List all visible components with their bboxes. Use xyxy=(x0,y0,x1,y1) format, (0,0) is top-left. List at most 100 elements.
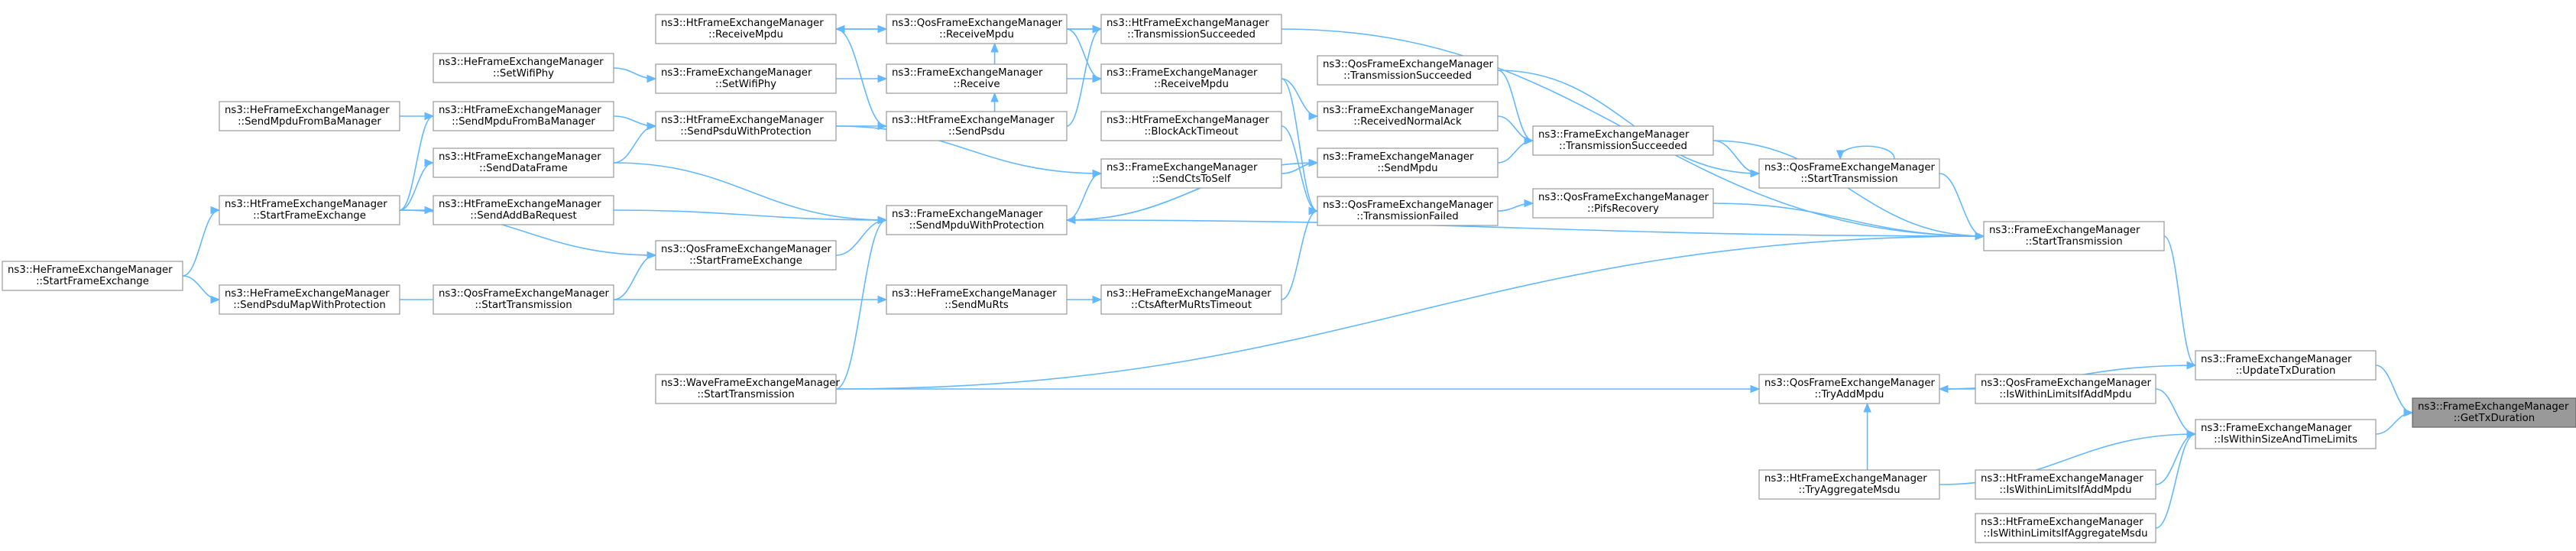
node-method-label: ::StartFrameExchange xyxy=(36,276,149,287)
edge-arrowhead xyxy=(990,42,999,53)
node-wave-starttx[interactable]: ns3::WaveFrameExchangeManager::StartTran… xyxy=(655,374,840,404)
edge-arrowhead xyxy=(646,251,657,260)
node-class-label: ns3::FrameExchangeManager xyxy=(1323,105,1474,116)
node-ht-tryaggmsdu[interactable]: ns3::HtFrameExchangeManager::TryAggregat… xyxy=(1758,469,1940,500)
node-he-sendpsdumapwp[interactable]: ns3::HeFrameExchangeManager::SendPsduMap… xyxy=(219,284,400,315)
node-ht-txsucc[interactable]: ns3::HtFrameExchangeManager::Transmissio… xyxy=(1100,14,1282,44)
node-qos-recvmpdu[interactable]: ns3::QosFrameExchangeManager::ReceiveMpd… xyxy=(886,14,1068,44)
node-fem-starttx[interactable]: ns3::FrameExchangeManager::StartTransmis… xyxy=(1983,221,2165,251)
edge-line xyxy=(182,275,220,300)
node-ht-sendmpdufromba[interactable]: ns3::HtFrameExchangeManager::SendMpduFro… xyxy=(433,101,614,131)
node-he-ctsaftermurtstimeout[interactable]: ns3::HeFrameExchangeManager::CtsAfterMuR… xyxy=(1100,284,1282,315)
node-fem-sendmpdu[interactable]: ns3::FrameExchangeManager::SendMpdu xyxy=(1317,147,1499,178)
node-box xyxy=(1100,284,1282,315)
node-fem-sendctstoself[interactable]: ns3::FrameExchangeManager::SendCtsToSelf xyxy=(1100,158,1282,189)
edge-ht_sendaddbareq-to-fem_sendmpduwp xyxy=(613,209,888,225)
edge-fem_recvmpdu-to-qos_txfailed xyxy=(1281,78,1319,216)
node-ht-blockacktimeout[interactable]: ns3::HtFrameExchangeManager::BlockAckTim… xyxy=(1100,111,1282,141)
node-qos-starttx-c2[interactable]: ns3::QosFrameExchangeManager::StartTrans… xyxy=(433,284,614,315)
node-method-label: ::UpdateTxDuration xyxy=(2236,365,2336,377)
node-class-label: ns3::HeFrameExchangeManager xyxy=(225,105,390,116)
node-box xyxy=(886,205,1068,235)
node-box xyxy=(1975,374,2156,404)
node-ht-senddataframe[interactable]: ns3::HtFrameExchangeManager::SendDataFra… xyxy=(433,147,614,178)
node-qos-txsucc[interactable]: ns3::QosFrameExchangeManager::Transmissi… xyxy=(1317,55,1499,86)
node-class-label: ns3::QosFrameExchangeManager xyxy=(661,244,832,255)
node-qos-starttx[interactable]: ns3::QosFrameExchangeManager::StartTrans… xyxy=(1758,158,1940,189)
edge-line xyxy=(1281,210,1318,300)
node-box xyxy=(1100,14,1282,44)
edge-line xyxy=(2163,235,2196,366)
node-ht-sendpsduwp[interactable]: ns3::HtFrameExchangeManager::SendPsduWit… xyxy=(655,111,837,141)
node-fem-recvmpdu[interactable]: ns3::FrameExchangeManager::ReceiveMpdu xyxy=(1100,63,1282,94)
edge-arrowhead xyxy=(1092,295,1103,304)
edge-arrowhead xyxy=(877,295,888,304)
node-class-label: ns3::HeFrameExchangeManager xyxy=(439,57,604,68)
node-ht-iswithinmpdu[interactable]: ns3::HtFrameExchangeManager::IsWithinLim… xyxy=(1975,469,2156,500)
node-ht-startfe[interactable]: ns3::HtFrameExchangeManager::StartFrameE… xyxy=(219,195,400,225)
node-box xyxy=(655,14,837,44)
node-he-sendmurts[interactable]: ns3::HeFrameExchangeManager::SendMuRts xyxy=(886,284,1068,315)
edge-arrowhead xyxy=(990,92,999,102)
node-fem-sendmpduwp[interactable]: ns3::FrameExchangeManager::SendMpduWithP… xyxy=(886,205,1068,235)
node-box xyxy=(433,101,614,131)
node-qos-trytaddmpdu[interactable]: ns3::QosFrameExchangeManager::TryAddMpdu xyxy=(1758,374,1940,404)
edge-qos_starttx-to-fem_starttx xyxy=(1939,173,1985,241)
edge-arrowhead xyxy=(646,122,657,131)
node-class-label: ns3::HtFrameExchangeManager xyxy=(1107,18,1269,29)
node-box xyxy=(886,284,1068,315)
node-box xyxy=(1758,374,1940,404)
node-method-label: ::StartTransmission xyxy=(1800,173,1897,185)
node-box xyxy=(655,374,837,404)
node-fem-recvnormalack[interactable]: ns3::FrameExchangeManager::ReceivedNorma… xyxy=(1317,101,1499,131)
edge-arrowhead xyxy=(1092,74,1103,83)
edge-line xyxy=(399,162,434,211)
node-fem-txsucc[interactable]: ns3::FrameExchangeManager::TransmissionS… xyxy=(1532,125,1714,156)
edge-qos_recvmpdu-to-fem_recvmpdu xyxy=(1066,28,1103,83)
node-fem-setwifiphy[interactable]: ns3::FrameExchangeManager::SetWifiPhy xyxy=(655,63,837,94)
node-box xyxy=(2195,350,2377,381)
node-box xyxy=(886,63,1068,94)
node-class-label: ns3::WaveFrameExchangeManager xyxy=(661,378,840,389)
edge-line xyxy=(1066,219,1985,237)
node-class-label: ns3::HeFrameExchangeManager xyxy=(225,288,390,300)
node-ht-sendpsdu[interactable]: ns3::HtFrameExchangeManager::SendPsdu xyxy=(886,111,1068,141)
edge-line xyxy=(1281,78,1318,212)
node-he-sendmpdufromba[interactable]: ns3::HeFrameExchangeManager::SendMpduFro… xyxy=(219,101,400,131)
node-box xyxy=(1975,469,2156,500)
node-method-label: ::IsWithinLimitsIfAddMpdu xyxy=(1999,389,2131,400)
node-method-label: ::BlockAckTimeout xyxy=(1144,126,1238,138)
edge-arrowhead xyxy=(1938,384,1949,394)
node-box xyxy=(433,195,614,225)
node-fem-receive[interactable]: ns3::FrameExchangeManager::Receive xyxy=(886,63,1068,94)
node-method-label: ::SendAddBaRequest xyxy=(470,210,576,222)
edge-wave_starttx-to-qos_trytaddmpdu xyxy=(836,384,1761,394)
node-ht-sendaddbareq[interactable]: ns3::HtFrameExchangeManager::SendAddBaRe… xyxy=(433,195,614,225)
edge-line xyxy=(2375,365,2413,413)
edge-fem_iswithin-to-target xyxy=(2375,408,2414,435)
node-class-label: ns3::HtFrameExchangeManager xyxy=(1981,473,2143,485)
node-qos-startfe[interactable]: ns3::QosFrameExchangeManager::StartFrame… xyxy=(655,240,837,271)
node-class-label: ns3::HtFrameExchangeManager xyxy=(439,151,601,163)
node-method-label: ::StartTransmission xyxy=(697,389,794,400)
node-he-setwifiphy[interactable]: ns3::HeFrameExchangeManager::SetWifiPhy xyxy=(433,53,614,83)
node-he-startfe[interactable]: ns3::HeFrameExchangeManager::StartFrameE… xyxy=(2,261,183,291)
edge-line xyxy=(1497,70,1760,174)
edge-line xyxy=(1281,125,1318,212)
edge-line xyxy=(835,219,887,390)
node-box xyxy=(1100,111,1282,141)
node-fem-iswithin[interactable]: ns3::FrameExchangeManager::IsWithinSizeA… xyxy=(2195,419,2377,449)
node-box xyxy=(1317,101,1499,131)
edge-arrowhead xyxy=(877,216,888,225)
node-fem-updatetx[interactable]: ns3::FrameExchangeManager::UpdateTxDurat… xyxy=(2195,350,2377,381)
edge-arrowhead xyxy=(1975,232,1985,241)
node-qos-pifs[interactable]: ns3::QosFrameExchangeManager::PifsRecove… xyxy=(1532,188,1714,219)
node-target: ns3::FrameExchangeManager::GetTxDuration xyxy=(2412,397,2576,428)
node-ht-recvmpdu-c3[interactable]: ns3::HtFrameExchangeManager::ReceiveMpdu xyxy=(655,14,837,44)
node-qos-iswithinmpdu[interactable]: ns3::QosFrameExchangeManager::IsWithinLi… xyxy=(1975,374,2156,404)
node-qos-txfailed[interactable]: ns3::QosFrameExchangeManager::Transmissi… xyxy=(1317,196,1499,226)
node-method-label: ::TransmissionFailed xyxy=(1356,211,1458,222)
node-ht-iswithinaggmsdu[interactable]: ns3::HtFrameExchangeManager::IsWithinLim… xyxy=(1975,513,2156,543)
edge-fem_starttx-to-fem_updatetx xyxy=(2163,235,2197,370)
